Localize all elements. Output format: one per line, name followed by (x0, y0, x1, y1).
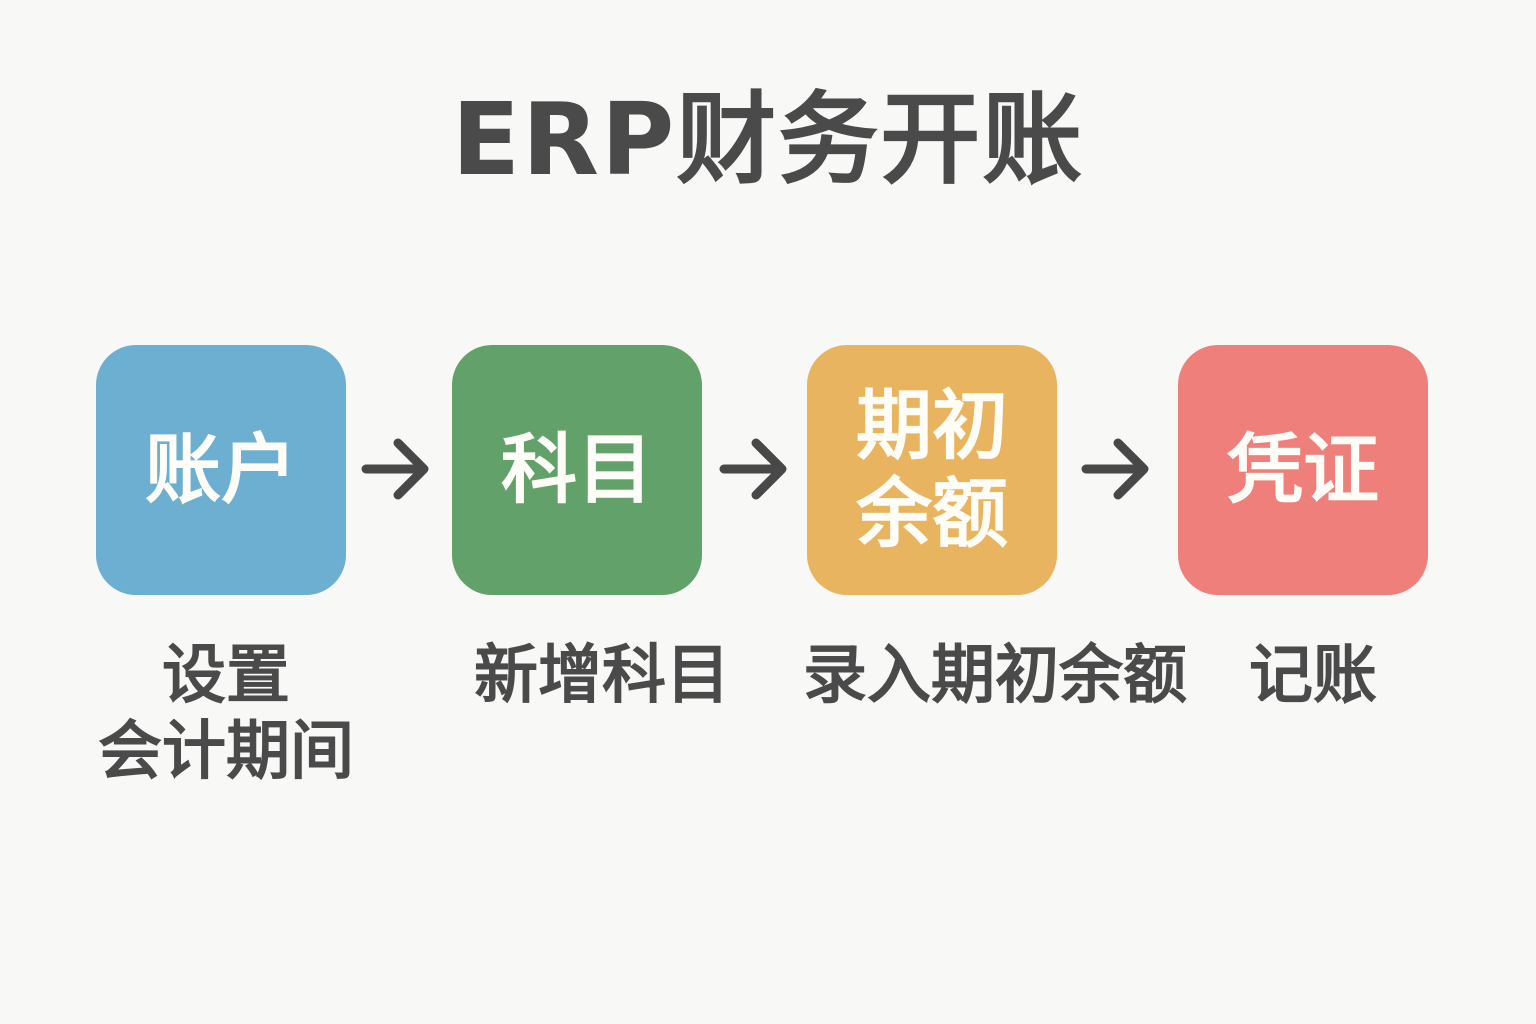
caption-line: 记账 (1249, 639, 1377, 713)
step-box-voucher: 凭证 (1178, 345, 1428, 595)
step-caption-bookkeeping: 记账 (1228, 638, 1398, 714)
arrow-right-icon (361, 438, 429, 500)
step-box-opening-balance: 期初 余额 (807, 345, 1057, 595)
step-box-label: 凭证 (1227, 425, 1379, 514)
step-box-label: 账户 (145, 425, 297, 514)
step-box-label: 余额 (856, 469, 1008, 558)
step-box-label: 科目 (501, 425, 653, 514)
step-caption-add-subject: 新增科目 (462, 638, 742, 714)
step-caption-enter-opening-balance: 录入期初余额 (790, 638, 1200, 714)
arrow-right-icon (719, 438, 787, 500)
caption-line: 录入期初余额 (803, 639, 1187, 713)
arrow-right-icon (1081, 438, 1149, 500)
caption-line: 会计期间 (98, 715, 354, 789)
caption-line: 新增科目 (474, 639, 730, 713)
caption-line: 设置 (162, 639, 290, 713)
step-box-label: 期初 (856, 381, 1008, 470)
step-box-account: 账户 (96, 345, 346, 595)
page-title: ERP财务开账 (451, 81, 1085, 198)
step-caption-setup-period: 设置 会计期间 (96, 638, 356, 790)
step-box-subject: 科目 (452, 345, 702, 595)
